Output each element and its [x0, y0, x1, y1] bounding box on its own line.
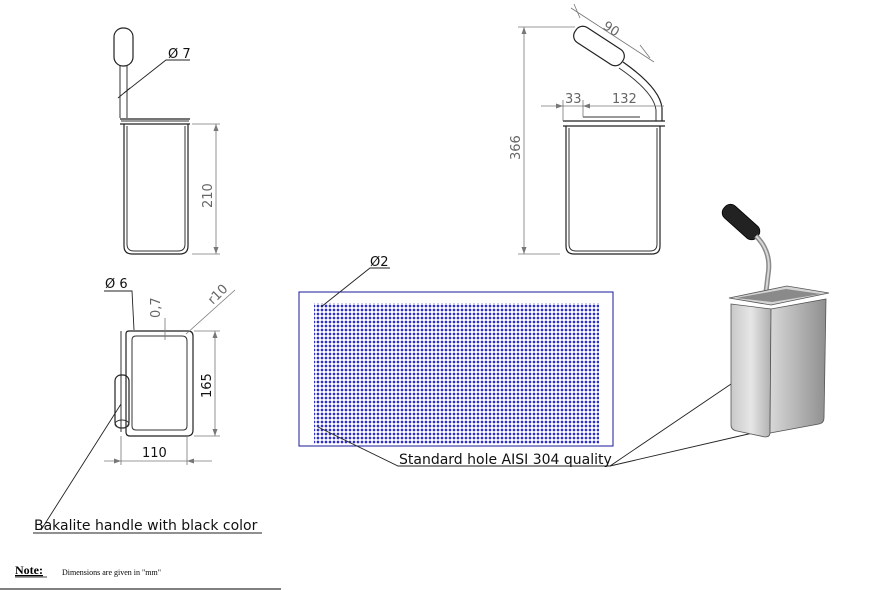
dim-total-height: 366 — [509, 135, 524, 160]
perforated-sheet: Ø2 — [298, 255, 758, 467]
dim-handle-length: 90 — [600, 19, 622, 41]
handle-grip-side — [573, 25, 625, 67]
basket-side-face — [769, 298, 827, 434]
dim-offset-b: 132 — [612, 92, 637, 107]
note-heading: Note: — [15, 563, 43, 577]
dim-offset-a: 33 — [565, 92, 582, 107]
basket-body-side — [565, 126, 661, 255]
top-view: Ø 6 0,7 r10 165 110 — [33, 277, 262, 534]
handle-grip-front — [113, 27, 134, 67]
hole-pattern — [314, 303, 599, 444]
front-view: Ø 7 210 — [113, 27, 220, 255]
isometric-view — [721, 203, 830, 438]
basket-top-outline — [125, 330, 194, 437]
dim-handle-diameter: Ø 7 — [168, 47, 191, 62]
dim-wall-thickness: 0,7 — [149, 297, 164, 318]
perforation-label: Standard hole AISI 304 quality — [399, 452, 612, 468]
dim-hole-diameter: Ø2 — [370, 255, 389, 270]
dim-rod-diameter: Ø 6 — [105, 277, 128, 292]
dim-corner-radius: r10 — [205, 282, 231, 308]
dim-depth: 165 — [200, 373, 215, 398]
side-view: 366 90 33 132 — [509, 3, 665, 255]
dim-width: 110 — [142, 446, 167, 461]
basket-body-front — [123, 124, 189, 255]
basket-front-face — [730, 303, 772, 438]
handle-material-label: Bakalite handle with black color — [34, 518, 258, 534]
note-text: Dimensions are given in "mm" — [62, 568, 161, 577]
dim-body-height: 210 — [201, 183, 216, 208]
